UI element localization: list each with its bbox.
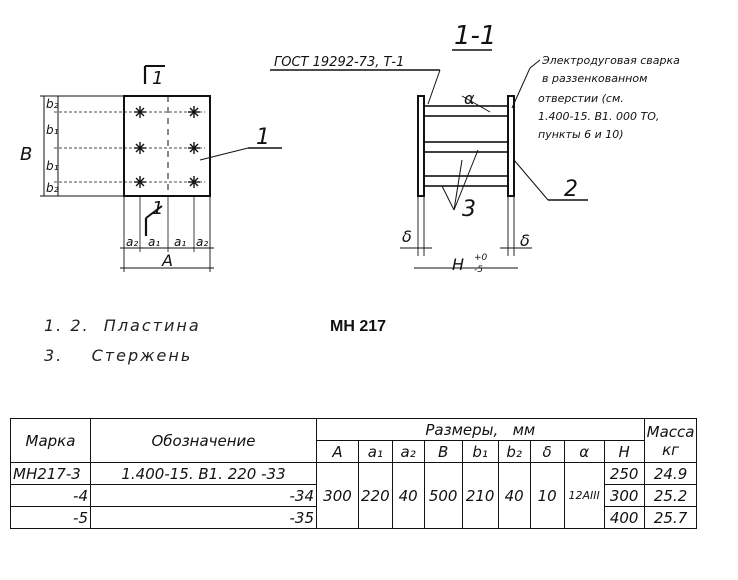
col-b1: b₁	[461, 440, 499, 463]
hdr-designation: Обозначение	[90, 418, 317, 463]
val-alpha: 12AIII	[563, 462, 605, 529]
dim-H: H	[452, 255, 464, 274]
legend-text-plate: Пластина	[103, 316, 201, 335]
row-H: 300	[603, 484, 645, 507]
plate-outline	[123, 95, 211, 197]
row-H: 400	[603, 506, 645, 529]
legend-item-rod: 3. Стержень	[44, 346, 192, 365]
dim-a2-right: a₂	[196, 235, 208, 249]
val-delta: 10	[529, 462, 565, 529]
legend-num-rod: 3.	[44, 346, 64, 365]
gost-note: ГОСТ 19292-73, Т-1	[274, 55, 404, 70]
view-marker-bottom: 1	[152, 198, 163, 219]
weld-note-5: пункты 6 и 10)	[538, 128, 624, 141]
col-a2: a₂	[391, 440, 425, 463]
tol-top: +0	[474, 253, 488, 263]
row-designation: -34	[90, 484, 317, 507]
dim-b2-bot: b₂	[46, 181, 59, 195]
dim-delta-right: δ	[520, 231, 530, 250]
dim-a1-right: a₁	[174, 235, 186, 249]
weld-note-3: отверстии (см.	[538, 92, 624, 105]
table-row: МН217-3 1.400-15. В1. 220 -33 300 220 40…	[10, 462, 698, 529]
part-2-label: 2	[564, 177, 578, 202]
table-row: -4 -34 300 25.2	[10, 484, 698, 507]
row-H: 250	[603, 462, 645, 485]
row-mass: 25.2	[643, 484, 698, 507]
col-delta: δ	[529, 440, 565, 463]
tol-bottom: -5	[474, 265, 483, 275]
hdr-sizes: Размеры, мм	[316, 418, 645, 441]
dim-b1-b: b₁	[46, 159, 59, 173]
hdr-mark: Марка	[10, 418, 91, 463]
legend-item-plate: 1. 2. Пластина	[44, 316, 201, 335]
row-mark: -4	[10, 484, 91, 507]
row-designation: 1.400-15. В1. 220 -33	[90, 462, 317, 485]
val-B: 500	[423, 462, 463, 529]
legend-text-rod: Стержень	[91, 346, 193, 365]
drawing-code: МН 217	[330, 318, 387, 335]
val-a2: 40	[391, 462, 425, 529]
val-a1: 220	[358, 462, 393, 529]
col-H: H	[603, 440, 645, 463]
view-marker-top: 1	[152, 68, 163, 89]
section-label: 1-1	[454, 21, 496, 51]
col-B: B	[423, 440, 463, 463]
row-mass: 25.7	[643, 506, 698, 529]
dim-b2-top: b₂	[46, 97, 59, 111]
technical-drawing: 1-1 ГОСТ 19292-73, Т-1 Электродуговая св…	[20, 21, 680, 275]
dim-alpha: α	[464, 89, 475, 108]
weld-note-4: 1.400-15. В1. 000 ТО,	[538, 110, 659, 123]
col-a1: a₁	[358, 440, 393, 463]
weld-marks	[134, 106, 200, 188]
part-3-label: 3	[462, 197, 476, 222]
col-A: A	[316, 440, 359, 463]
val-A: 300	[316, 462, 359, 529]
dim-b1-a: b₁	[46, 123, 59, 137]
row-designation: -35	[90, 506, 317, 529]
part-1-label: 1	[256, 125, 270, 150]
val-b1: 210	[461, 462, 499, 529]
val-b2: 40	[497, 462, 531, 529]
dim-A: A	[161, 251, 173, 270]
col-b2: b₂	[497, 440, 531, 463]
dim-delta-left: δ	[402, 227, 412, 246]
dim-a1-left: a₁	[148, 235, 160, 249]
dim-a2-left: a₂	[126, 235, 138, 249]
weld-note-2: в раззенкованном	[542, 72, 647, 85]
row-mark: МН217-3	[10, 462, 91, 485]
dim-B: B	[20, 144, 32, 165]
row-mark: -5	[10, 506, 91, 529]
legend-num-plate: 1. 2.	[44, 316, 90, 335]
table-row: -5 -35 400 25.7	[10, 506, 698, 529]
col-alpha: α	[563, 440, 605, 463]
row-mass: 24.9	[643, 462, 698, 485]
weld-note-1: Электродуговая сварка	[541, 54, 680, 67]
